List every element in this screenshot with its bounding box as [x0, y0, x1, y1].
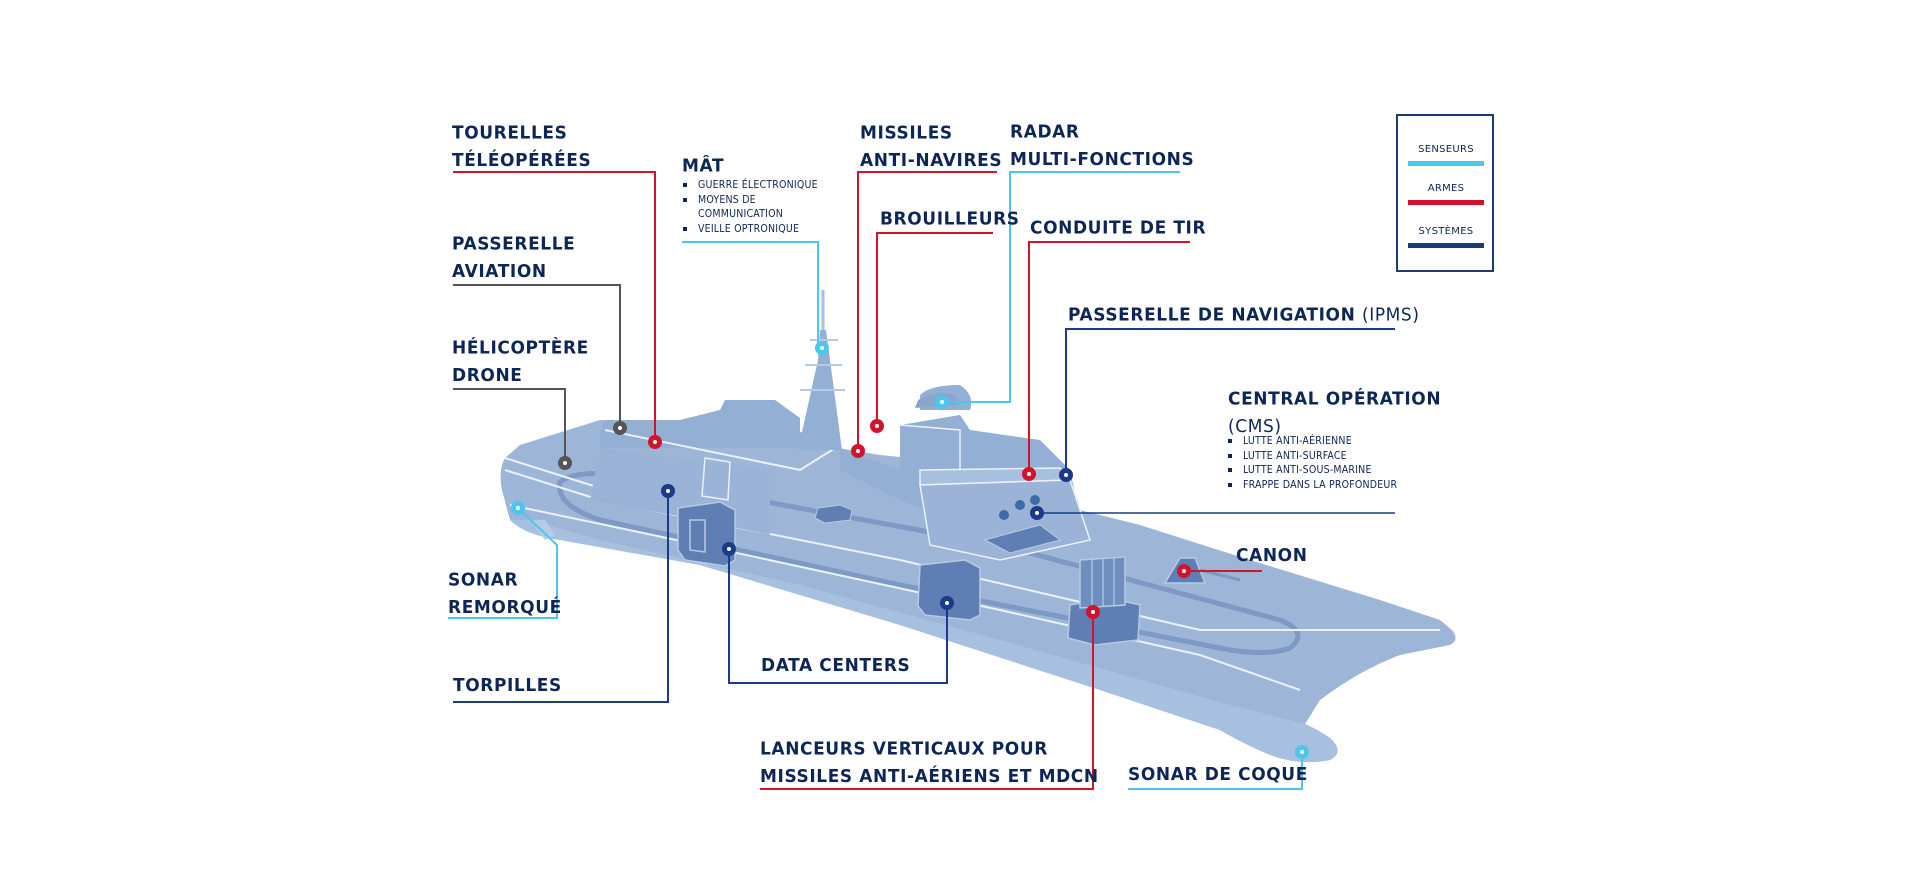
legend-label-systems: SYSTÈMES: [1418, 226, 1474, 237]
label-line: TÉLÉOPÉRÉES: [452, 150, 592, 172]
marker-data-center-2[interactable]: [940, 596, 954, 610]
label-line: HÉLICOPTÈRE: [452, 337, 589, 359]
label-passerelle-de-navigation: PASSERELLE DE NAVIGATION (IPMS): [1068, 301, 1420, 328]
marker-conduite-de-tir[interactable]: [1022, 467, 1036, 481]
label-line: REMORQUÉ: [448, 597, 562, 619]
markers: [511, 341, 1309, 759]
central-operation-feature-list: LUTTE ANTI-AÉRIENNE LUTTE ANTI-SURFACE L…: [1228, 434, 1397, 492]
label-line: CONDUITE DE TIR: [1030, 217, 1207, 239]
mat-feature-item: COMMUNICATION: [698, 208, 783, 220]
mat-feature-item: MOYENS DE: [683, 193, 818, 208]
label-line: CANON: [1236, 545, 1308, 567]
mat-feature-item: VEILLE OPTRONIQUE: [683, 222, 818, 237]
legend-swatch-sensors: [1408, 161, 1484, 166]
label-radar-multi-fonctions: RADAR MULTI-FONCTIONS: [1010, 119, 1194, 174]
marker-sonar-remorque[interactable]: [511, 501, 525, 515]
label-line: BROUILLEURS: [880, 208, 1020, 230]
label-conduite-de-tir: CONDUITE DE TIR: [1030, 214, 1206, 241]
label-line: MISSILES: [860, 122, 953, 144]
label-torpilles: TORPILLES: [453, 672, 562, 699]
label-title: CENTRAL OPÉRATION: [1228, 388, 1442, 410]
marker-canon[interactable]: [1177, 564, 1191, 578]
marker-sonar-coque[interactable]: [1295, 745, 1309, 759]
marker-mat[interactable]: [815, 341, 829, 355]
ship-superstructure: [590, 290, 1091, 561]
legend: SENSEURS ARMES SYSTÈMES: [1396, 114, 1494, 272]
cms-feature-item: FRAPPE DANS LA PROFONDEUR: [1228, 478, 1397, 493]
marker-tourelles[interactable]: [648, 435, 662, 449]
label-suffix: (CMS): [1228, 416, 1282, 438]
label-line: PASSERELLE: [452, 233, 576, 255]
label-tourelles-teleoperees: TOURELLES TÉLÉOPÉRÉES: [452, 120, 591, 175]
label-line: MISSILES ANTI-AÉRIENS ET MDCN: [760, 766, 1099, 788]
label-line: TORPILLES: [453, 675, 562, 697]
label-helicoptere-drone: HÉLICOPTÈRE DRONE: [452, 335, 589, 390]
label-line: DATA CENTERS: [761, 655, 911, 677]
legend-label-sensors: SENSEURS: [1418, 144, 1474, 155]
mat-feature-list: GUERRE ÉLECTRONIQUE MOYENS DE COMMUNICAT…: [683, 178, 818, 236]
label-brouilleurs: BROUILLEURS: [880, 205, 1020, 232]
label-canon: CANON: [1236, 542, 1308, 569]
marker-passerelle-aviation[interactable]: [613, 421, 627, 435]
label-missiles-anti-navires: MISSILES ANTI-NAVIRES: [860, 120, 1002, 175]
label-lanceurs-verticaux: LANCEURS VERTICAUX POUR MISSILES ANTI-AÉ…: [760, 736, 1099, 791]
leader-lines: [448, 171, 1395, 790]
marker-data-center-1[interactable]: [722, 542, 736, 556]
marker-brouilleurs[interactable]: [870, 419, 884, 433]
label-data-centers: DATA CENTERS: [761, 652, 910, 679]
label-line: AVIATION: [452, 261, 547, 283]
label-title: PASSERELLE DE NAVIGATION: [1068, 304, 1356, 326]
marker-missiles-anti-navires[interactable]: [851, 444, 865, 458]
marker-helicoptere[interactable]: [558, 456, 572, 470]
ship-equipment: [530, 393, 1241, 646]
label-line: TOURELLES: [452, 122, 568, 144]
label-line: MÂT: [682, 155, 725, 177]
label-sonar-remorque: SONAR REMORQUÉ: [448, 567, 562, 622]
legend-label-weapons: ARMES: [1427, 183, 1465, 194]
label-line: ANTI-NAVIRES: [860, 150, 1003, 172]
label-central-operation: CENTRAL OPÉRATION (CMS): [1228, 386, 1441, 441]
cms-feature-item: LUTTE ANTI-SOUS-MARINE: [1228, 463, 1397, 478]
legend-swatch-systems: [1408, 243, 1484, 248]
label-line: RADAR: [1010, 121, 1080, 143]
label-line: SONAR DE COQUE: [1128, 764, 1308, 786]
marker-torpilles[interactable]: [661, 484, 675, 498]
label-line: MULTI-FONCTIONS: [1010, 149, 1195, 171]
marker-radar[interactable]: [935, 395, 949, 409]
mat-feature-item: GUERRE ÉLECTRONIQUE: [683, 178, 818, 193]
marker-passerelle-navigation[interactable]: [1059, 468, 1073, 482]
label-line: LANCEURS VERTICAUX POUR: [760, 738, 1048, 760]
cms-feature-item: LUTTE ANTI-AÉRIENNE: [1228, 434, 1397, 449]
label-mat-title: MÂT: [682, 152, 724, 179]
label-line: SONAR: [448, 569, 519, 591]
marker-central-operation[interactable]: [1030, 506, 1044, 520]
label-passerelle-aviation: PASSERELLE AVIATION: [452, 231, 575, 286]
label-line: DRONE: [452, 365, 523, 387]
legend-swatch-weapons: [1408, 200, 1484, 205]
label-suffix: (IPMS): [1361, 304, 1420, 326]
cms-feature-item: LUTTE ANTI-SURFACE: [1228, 449, 1397, 464]
label-sonar-de-coque: SONAR DE COQUE: [1128, 761, 1308, 788]
marker-lanceurs[interactable]: [1086, 605, 1100, 619]
